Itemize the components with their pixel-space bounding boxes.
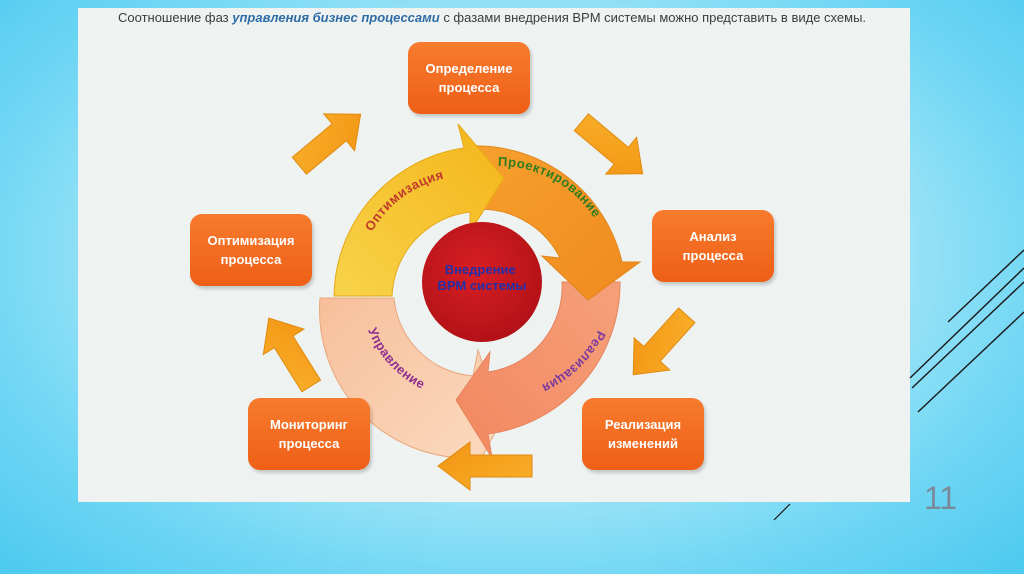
outer-arrow-to-monitoring <box>437 441 533 491</box>
caption-prefix: Соотношение фаз <box>118 10 233 25</box>
phase-box-optimization[interactable]: Оптимизация процесса <box>190 214 312 286</box>
center-label-line-2: BPM системы <box>437 278 526 293</box>
phase-box-monitoring[interactable]: Мониторинг процесса <box>248 398 370 470</box>
phase-monitoring-label: Мониторинг процесса <box>270 417 348 451</box>
ring-segment-implementation <box>455 281 621 459</box>
center-label: Внедрение BPM системы <box>437 262 526 293</box>
outer-arrow-to-definition <box>291 113 362 175</box>
phase-box-definition[interactable]: Определение процесса <box>408 42 530 114</box>
caption-link[interactable]: управления бизнес процессами <box>232 10 440 25</box>
center-label-line-1: Внедрение <box>445 262 516 277</box>
caption: Соотношение фаз управления бизнес процес… <box>118 9 908 27</box>
outer-arrow-to-optimization <box>262 317 322 393</box>
phase-box-realization[interactable]: Реализация изменений <box>582 398 704 470</box>
phase-analysis-label: Анализ процесса <box>682 229 744 263</box>
outer-arrow-to-realization <box>632 307 696 376</box>
ring-segment-design <box>469 145 642 301</box>
ring-segment-optimization <box>333 123 505 297</box>
phase-definition-label: Определение процесса <box>425 61 513 95</box>
center-circle <box>422 222 542 342</box>
outer-arrow-to-analysis <box>573 113 644 175</box>
phase-realization-label: Реализация изменений <box>604 417 682 451</box>
page-number: 11 <box>924 480 958 516</box>
phase-optimization-label: Оптимизация процесса <box>207 233 295 267</box>
caption-suffix: с фазами внедрения BPM системы можно пре… <box>439 10 867 25</box>
phase-box-analysis[interactable]: Анализ процесса <box>652 210 774 282</box>
